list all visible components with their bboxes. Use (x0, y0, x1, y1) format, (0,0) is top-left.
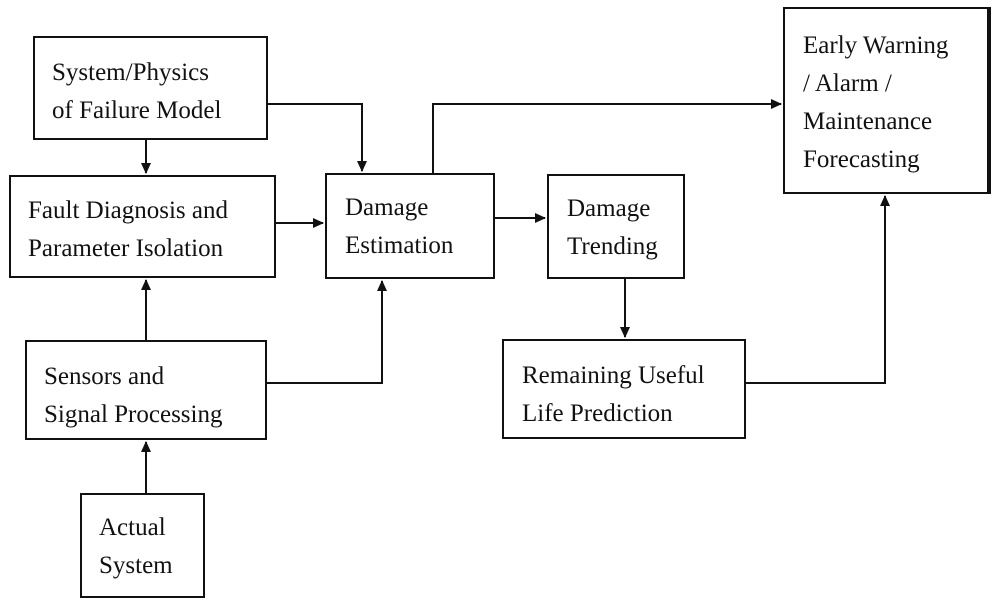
node-label-line: Damage (567, 195, 651, 222)
node-label: Early Warning / Alarm / Maintenance Fore… (803, 27, 948, 179)
edge-estimation-to-warning (432, 99, 782, 173)
node-label: Damage Estimation (345, 189, 453, 265)
node-actual-system: Actual System (80, 493, 205, 598)
node-label: Remaining Useful Life Prediction (522, 357, 705, 433)
node-label-line: / Alarm / (803, 70, 892, 97)
node-label-line: System (99, 552, 173, 579)
node-label-line: Life Prediction (522, 400, 673, 427)
node-label-line: Estimation (345, 232, 454, 259)
node-label-line: Damage (345, 194, 429, 221)
node-label: Sensors and Signal Processing (44, 358, 222, 434)
node-label-line: Trending (567, 233, 658, 260)
node-label-line: Parameter Isolation (28, 235, 224, 262)
node-label-line: Signal Processing (44, 401, 223, 428)
node-label-line: Maintenance (803, 108, 933, 135)
edge-rul-to-warning (746, 195, 890, 384)
node-sensors-signal-processing: Sensors and Signal Processing (25, 340, 267, 440)
node-label-line: of Failure Model (52, 97, 222, 124)
node-damage-estimation: Damage Estimation (325, 173, 495, 279)
node-label-line: Sensors and (44, 363, 165, 390)
node-label: Actual System (99, 509, 173, 585)
node-label-line: Early Warning (803, 32, 949, 59)
node-label: System/Physics of Failure Model (52, 54, 221, 130)
node-remaining-useful-life: Remaining Useful Life Prediction (502, 339, 746, 439)
node-physics-of-failure-model: System/Physics of Failure Model (33, 36, 268, 140)
node-label: Damage Trending (567, 190, 658, 266)
edge-physics-to-estimation (268, 103, 367, 172)
node-label-line: Actual (99, 514, 166, 541)
node-label: Fault Diagnosis and Parameter Isolation (28, 192, 228, 268)
node-early-warning: Early Warning / Alarm / Maintenance Fore… (783, 7, 991, 194)
node-label-line: System/Physics (52, 59, 209, 86)
node-fault-diagnosis: Fault Diagnosis and Parameter Isolation (9, 175, 276, 278)
node-label-line: Fault Diagnosis and (28, 197, 228, 224)
edge-sensors-to-estimation (267, 280, 387, 384)
node-label-line: Remaining Useful (522, 362, 705, 389)
node-label-line: Forecasting (803, 146, 920, 173)
node-damage-trending: Damage Trending (547, 174, 685, 279)
